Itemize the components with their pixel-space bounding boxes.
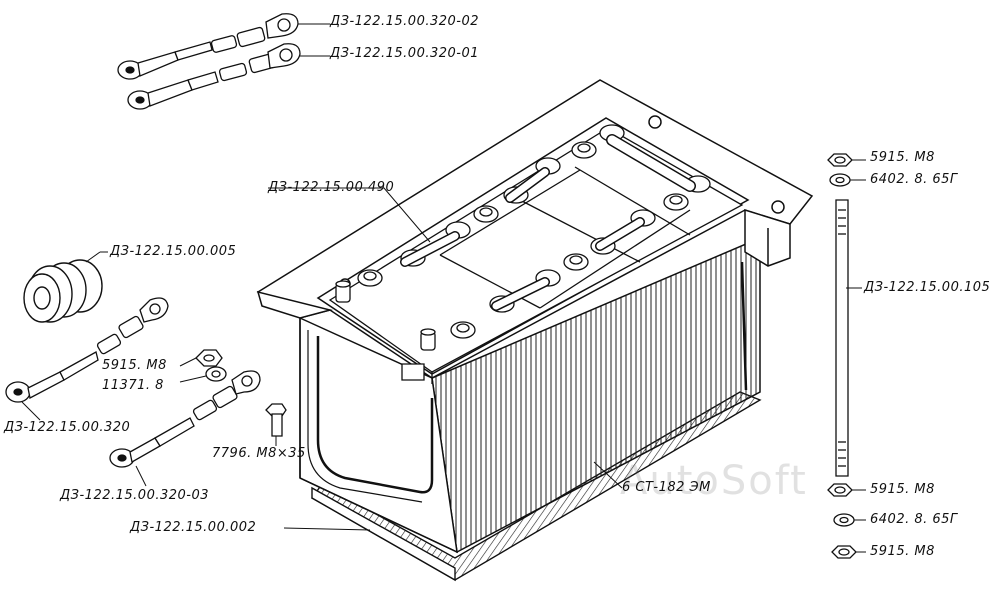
cell-caps <box>336 125 710 380</box>
label-nut-top: 5915. М8 <box>870 150 935 165</box>
watermark: AutoSoft <box>620 458 808 504</box>
label-clamp-005: ДЗ-122.15.00.005 <box>110 244 237 259</box>
label-rod-105: ДЗ-122.15.00.105 <box>864 280 991 295</box>
label-frame-490: ДЗ-122.15.00.490 <box>268 180 395 195</box>
label-wire-320-02: ДЗ-122.15.00.320-02 <box>330 14 480 29</box>
label-nut-r1: 5915. М8 <box>870 482 935 497</box>
label-tray-002: ДЗ-122.15.00.002 <box>130 520 257 535</box>
battery-lid <box>330 128 742 384</box>
label-nut-r2: 5915. М8 <box>870 544 935 559</box>
label-bolt-7796: 7796. М8×35 <box>212 446 306 461</box>
label-wire-320-01: ДЗ-122.15.00.320-01 <box>330 46 480 61</box>
wire-320-01 <box>128 44 300 109</box>
rod-105 <box>836 200 848 476</box>
label-wire-320: ДЗ-122.15.00.320 <box>4 420 131 435</box>
nut-mid <box>196 350 226 381</box>
wire-320 <box>6 298 168 402</box>
wire-320-02 <box>118 14 298 79</box>
bolt-7796 <box>266 404 286 436</box>
wire-320-03 <box>110 371 260 467</box>
right-nuts <box>828 154 856 558</box>
label-washer-11371: 11371. 8 <box>102 378 164 393</box>
leader-lines <box>22 24 866 552</box>
label-nut-mid: 5915. М8 <box>102 358 167 373</box>
label-wire-320-03: ДЗ-122.15.00.320-03 <box>60 488 210 503</box>
label-washer-r: 6402. 8. 65Г <box>870 512 958 527</box>
label-washer-top: 6402. 8. 65Г <box>870 172 958 187</box>
label-battery: 6 СТ-182 ЭМ <box>622 480 711 495</box>
clamp-005 <box>24 260 102 322</box>
